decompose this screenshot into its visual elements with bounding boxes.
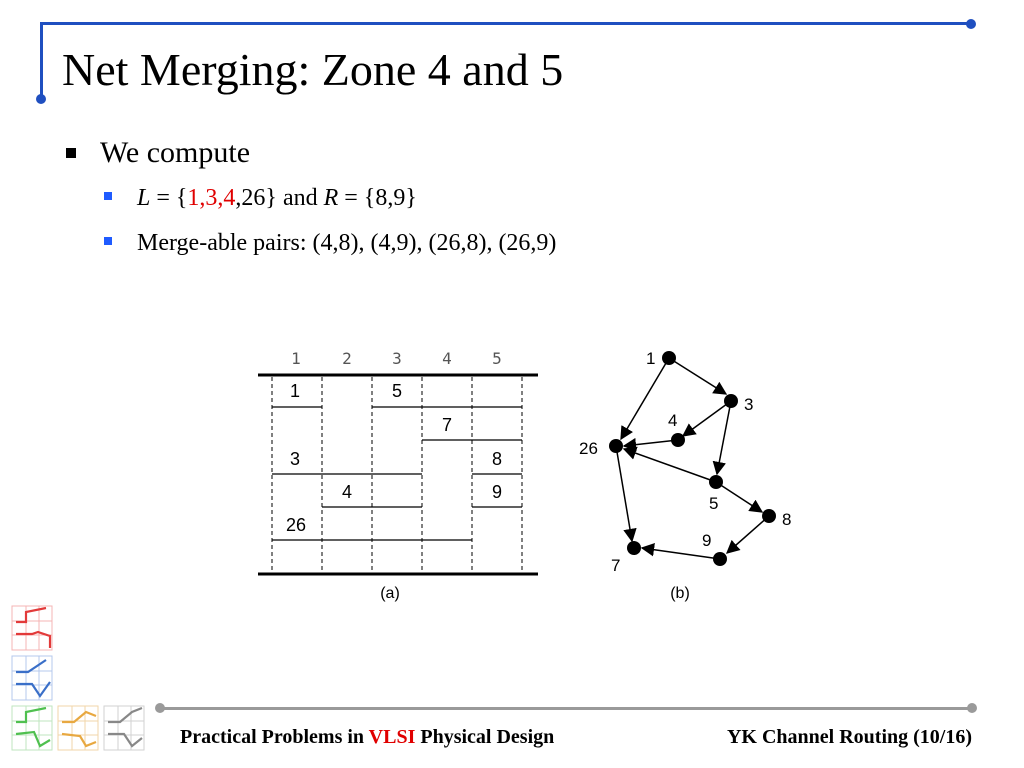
footer-post: Physical Design xyxy=(415,726,555,748)
node-label: 9 xyxy=(702,531,711,550)
rest-text-1: ,26} and xyxy=(235,185,324,211)
channel-figure: 1 2 3 4 5 1 5 7 3 xyxy=(258,349,791,602)
footer-slide-number: YK Channel Routing (10/16) xyxy=(726,726,972,748)
footer-rule xyxy=(160,707,972,710)
merge-graph: 1 3 4 26 5 8 9 7 (b) xyxy=(579,349,791,602)
column-label: 3 xyxy=(392,349,402,368)
edge xyxy=(681,400,732,437)
net-label: 8 xyxy=(492,449,502,469)
node-label: 26 xyxy=(579,439,598,458)
red-members: 1,3,4 xyxy=(187,185,236,211)
node xyxy=(609,439,623,453)
column-label: 1 xyxy=(291,349,301,368)
node xyxy=(627,541,641,555)
var-r: R xyxy=(323,185,339,211)
node-label: 8 xyxy=(782,510,791,529)
bullet-sub-1-text: L = {1,3,4,26} and R = {8,9} xyxy=(137,184,417,212)
eq-open: = { xyxy=(150,185,188,211)
edge xyxy=(712,400,732,476)
net-label: 7 xyxy=(442,415,452,435)
node xyxy=(713,552,727,566)
footer-course-title: Practical Problems in VLSI Physical Desi… xyxy=(180,726,554,749)
edge xyxy=(668,357,728,395)
node-label: 4 xyxy=(668,411,677,430)
slide-title: Net Merging: Zone 4 and 5 xyxy=(62,44,564,95)
bullet-square-icon xyxy=(66,148,76,158)
edge xyxy=(620,357,670,441)
net-label: 26 xyxy=(286,515,306,535)
footer-pre: Practical Problems in xyxy=(180,726,369,748)
node-label: 7 xyxy=(611,556,620,575)
edge xyxy=(725,515,770,554)
edge xyxy=(640,543,721,560)
footer-vlsi: VLSI xyxy=(368,726,416,748)
column-label: 2 xyxy=(342,349,352,368)
left-bottom-dot xyxy=(36,94,46,104)
node xyxy=(671,433,685,447)
top-rule xyxy=(42,22,972,25)
node-label: 3 xyxy=(744,395,753,414)
edge xyxy=(615,445,637,543)
node-label: 1 xyxy=(646,349,655,368)
net-label: 1 xyxy=(290,381,300,401)
routing-logo-icon xyxy=(11,605,145,751)
net-label: 4 xyxy=(342,482,352,502)
net-label: 3 xyxy=(290,449,300,469)
caption-b: (b) xyxy=(670,585,690,602)
column-label: 4 xyxy=(442,349,452,368)
bullet-square-icon xyxy=(104,192,112,200)
edge xyxy=(715,481,764,513)
node xyxy=(662,351,676,365)
footer-left-dot xyxy=(155,703,165,713)
node-label: 5 xyxy=(709,494,718,513)
left-rule xyxy=(40,22,43,100)
var-l: L xyxy=(137,185,151,211)
channel-diagram: 1 2 3 4 5 1 5 7 3 xyxy=(258,349,538,602)
edge xyxy=(622,446,717,483)
footer-right-dot xyxy=(967,703,977,713)
node xyxy=(762,509,776,523)
node xyxy=(709,475,723,489)
bullet-main-text: We compute xyxy=(100,136,251,169)
edge xyxy=(622,437,679,452)
rest-text-2: = {8,9} xyxy=(338,185,417,211)
caption-a: (a) xyxy=(380,585,400,602)
top-right-dot xyxy=(966,19,976,29)
net-label: 9 xyxy=(492,482,502,502)
bullet-sub-2-text: Merge-able pairs: (4,8), (4,9), (26,8), … xyxy=(137,230,557,256)
net-segments xyxy=(272,406,522,541)
bullet-square-icon xyxy=(104,237,112,245)
net-label: 5 xyxy=(392,381,402,401)
column-label: 5 xyxy=(492,349,502,368)
node xyxy=(724,394,738,408)
